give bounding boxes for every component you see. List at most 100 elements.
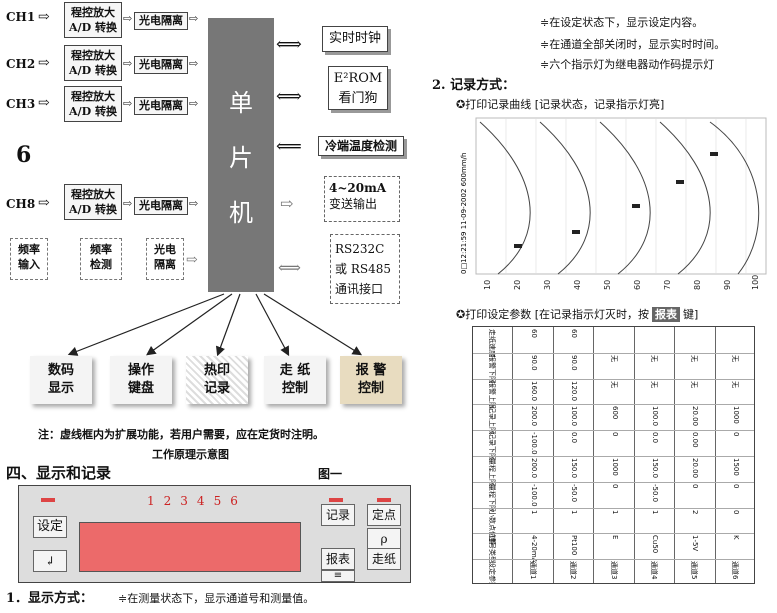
opto-box: 光电隔离 (134, 56, 188, 74)
mcu-char: 单 (229, 88, 253, 117)
param-row-divider (473, 559, 754, 561)
arrow-right-icon: ⇨ (38, 195, 50, 211)
param-row-divider (473, 456, 754, 457)
param-cell: 2 (691, 509, 700, 515)
param-row-divider (473, 481, 754, 483)
param-cell: 150.0 (570, 458, 579, 479)
info-line: ≑六个指示灯为继电器动作码提示灯 (540, 58, 715, 71)
param-cell: 90.0 (529, 354, 538, 371)
param-print-line: ✪打印设定参数 [在记录指示灯灭时，按报表键] (456, 307, 699, 322)
dashed-arrow-right-icon: ⇨ (280, 194, 294, 213)
param-cell: 无 (649, 354, 658, 362)
report-button[interactable]: 报表 (321, 548, 355, 570)
arrow-right-icon: ⇨ (189, 97, 199, 110)
param-cell: 200.0 (529, 406, 538, 427)
param-row-divider (473, 533, 754, 535)
diagram-caption: 工作原理示意图 (152, 448, 229, 461)
param-cell: 无 (649, 380, 658, 388)
marker (676, 180, 684, 184)
channel-label: CH8 (6, 197, 36, 211)
marker (572, 230, 580, 234)
dashed-arrow-right-icon: ⇨ (186, 252, 198, 268)
marker (632, 204, 640, 208)
curve-line (539, 121, 591, 275)
param-cell: 0.0 (570, 432, 579, 444)
channel-markers (514, 152, 718, 248)
param-cell: 200.0 (529, 458, 538, 479)
param-cell: 1 (610, 509, 619, 515)
chart-grid (505, 118, 747, 274)
param-cell: -50.0 (650, 483, 659, 502)
param-cell: -50.0 (570, 483, 579, 502)
param-cell: -100.0 (529, 432, 538, 455)
arrow-right-icon: ⇨ (189, 57, 199, 70)
param-cell: 600 (610, 406, 619, 420)
curve-line (659, 121, 711, 275)
param-cell: 0 (731, 432, 740, 437)
rho-button[interactable]: ρ (367, 528, 401, 550)
x-tick: 90 (723, 280, 732, 290)
extra-button[interactable]: ≡ (321, 570, 355, 582)
x-tick: 70 (663, 280, 672, 290)
arrow-right-icon: ⇨ (38, 95, 50, 111)
comm-box: RS232C 或 RS485 通讯接口 (330, 234, 400, 304)
enter-button[interactable]: ↲ (33, 550, 67, 572)
record-led-indicator (329, 498, 343, 502)
param-header-cell: 通道4 (649, 561, 658, 580)
marker (710, 152, 718, 156)
x-tick: 60 (633, 280, 642, 290)
param-row-divider (473, 404, 754, 406)
param-cell: 120.0 (570, 380, 579, 401)
param-cell: Pt100 (570, 535, 579, 556)
peripheral-printer: 热印记录 (186, 356, 248, 404)
param-cell: 0 (691, 483, 700, 489)
record-curve-chart: 0□12:21:59 11-09-2002 600mm/h 10 20 30 4… (460, 117, 767, 290)
param-column (716, 327, 754, 583)
dashed-double-arrow-icon: ⟺ (278, 258, 301, 277)
x-tick: 100 (751, 275, 760, 290)
indicator-digits: 123456 (147, 494, 247, 508)
param-cell: 无 (730, 380, 739, 388)
param-cell: 0.0 (650, 432, 659, 444)
param-row-divider (473, 378, 754, 380)
opto-box: 光电隔离 (134, 12, 188, 30)
lcd-display (79, 522, 301, 572)
figure-label: 图一 (318, 467, 343, 481)
opto-box: 光电隔离 (134, 197, 188, 215)
channel-label: CH3 (6, 97, 36, 111)
param-cell: 0 (731, 509, 740, 515)
param-cell: 0.00 (691, 432, 700, 448)
arrow-right-icon: ⇨ (123, 12, 133, 25)
param-cell: 20.00 (691, 406, 700, 427)
param-cell: 90.0 (570, 354, 579, 371)
chart-side-label: 0□12:21:59 11-09-2002 600mm/h (460, 153, 468, 274)
peripheral-feed: 走 纸控制 (264, 356, 326, 404)
param-cell: 20.00 (691, 458, 700, 479)
peripheral-alarm: 报 警控制 (340, 356, 402, 404)
x-tick: 40 (573, 280, 582, 290)
display-mode-line: ≑在测量状态下，显示通道号和测量值。 (118, 592, 315, 605)
channel-label: CH2 (6, 57, 36, 71)
front-panel: 设定 ↲ 123456 记录 定点 ρ 报表 走纸 ≡ (18, 485, 411, 583)
arrow-right-icon: ⇨ (123, 57, 133, 70)
curve-line (599, 121, 651, 275)
display-mode-title: 1．显示方式： (6, 591, 94, 606)
param-header-cell: 通道1 (528, 561, 537, 580)
arrow-right-icon: ⇨ (38, 9, 50, 25)
record-mode-title: 2. 记录方式： (432, 78, 516, 93)
param-cell: 1000 (731, 406, 740, 425)
mcu-char: 机 (229, 198, 253, 227)
param-cell: 60 (570, 329, 579, 338)
arrow-right-icon: ⇨ (123, 97, 133, 110)
feed-button[interactable]: 走纸 (367, 548, 401, 570)
set-button[interactable]: 设定 (33, 516, 67, 538)
param-row-divider (473, 352, 754, 354)
curves (479, 121, 760, 275)
param-cell: 小数点位置 (488, 509, 497, 545)
fixed-point-button[interactable]: 定点 (367, 504, 401, 526)
record-button[interactable]: 记录 (321, 504, 355, 526)
curve-line (709, 121, 760, 275)
